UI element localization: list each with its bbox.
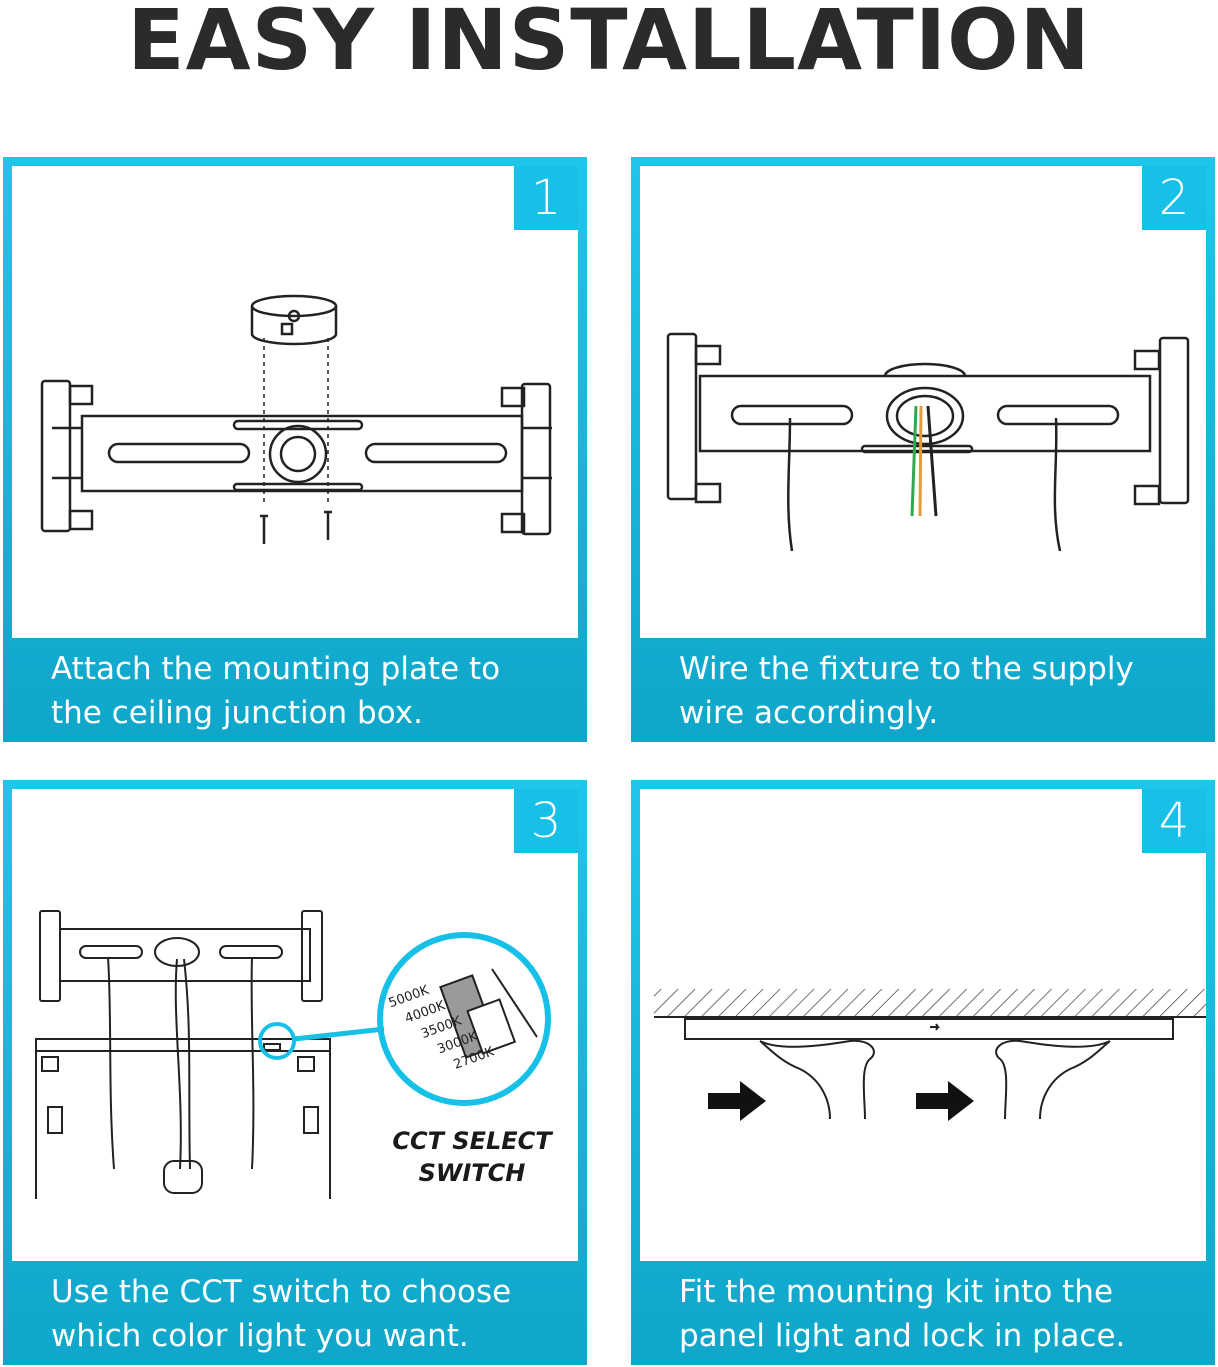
step-3-panel: 5000K 4000K 3500K 3000K 2700K CCT SELECT…: [3, 780, 587, 1365]
step-1-caption: Attach the mounting plate to the ceiling…: [51, 651, 501, 731]
step-2-illustration: 2: [640, 166, 1206, 638]
page-title: EASY INSTALLATION: [127, 0, 1091, 89]
step-1-panel: 1 Attach the mounting plate to the ceili…: [3, 157, 587, 742]
step-number-badge: 4: [1142, 789, 1206, 853]
step-4-panel: 4 Fit the mounting kit into the panel li…: [631, 780, 1215, 1365]
wiring-fixture-icon: [666, 332, 1190, 552]
step-4-illustration: 4: [640, 789, 1206, 1261]
step-2-caption: Wire the fixture to the supply wire acco…: [679, 651, 1134, 731]
step-3-caption: Use the CCT switch to choose which color…: [51, 1274, 512, 1354]
step-number-badge: 1: [514, 166, 578, 230]
step-3-illustration: 5000K 4000K 3500K 3000K 2700K CCT SELECT…: [12, 789, 578, 1261]
mounting-plate-junction-box-icon: [40, 294, 552, 544]
cct-switch-icon: 5000K 4000K 3500K 3000K 2700K: [35, 910, 551, 1199]
fit-mounting-kit-icon: [654, 989, 1206, 1121]
step-number-badge: 3: [514, 789, 578, 853]
step-4-caption: Fit the mounting kit into the panel ligh…: [679, 1274, 1126, 1354]
step-2-panel: 2 Wire the fixture to the supply wire ac…: [631, 157, 1215, 742]
cct-select-switch-label: CCT SELECT SWITCH: [392, 1127, 552, 1187]
step-number-badge: 2: [1142, 166, 1206, 230]
step-1-illustration: 1: [12, 166, 578, 638]
